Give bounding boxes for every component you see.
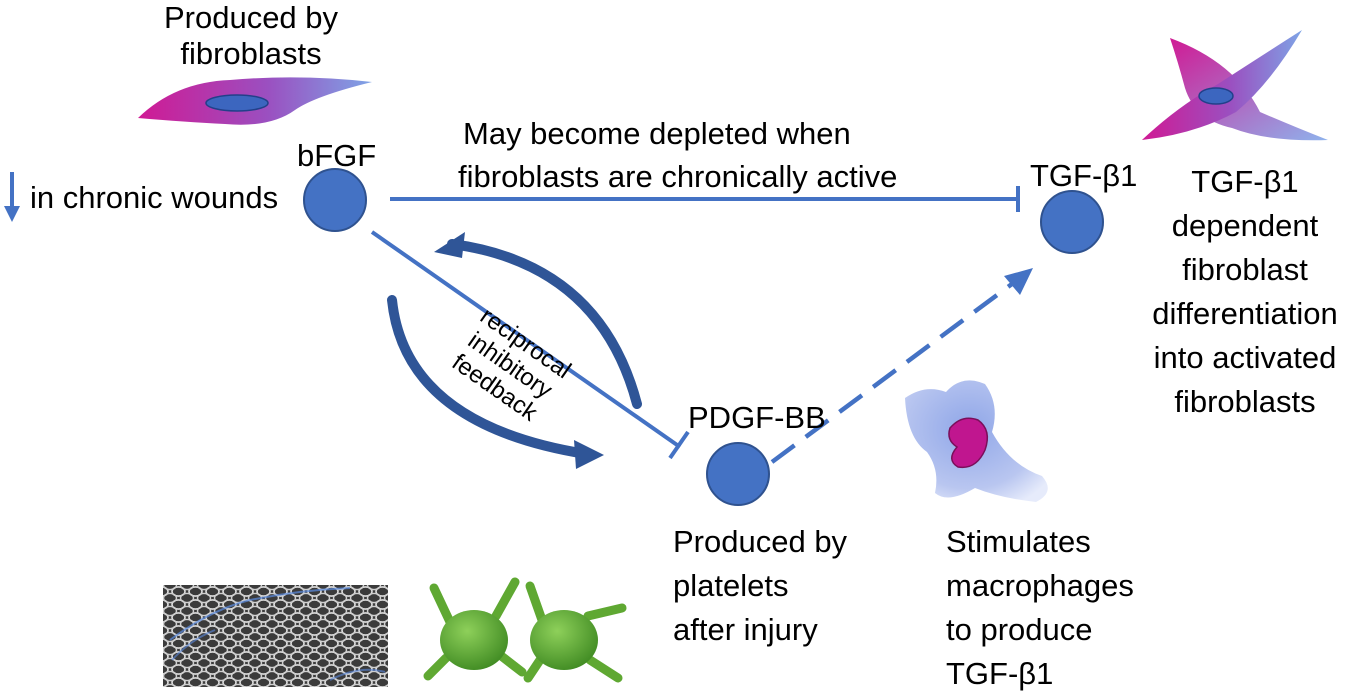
- tgf-node: [1040, 190, 1104, 254]
- produced-by-platelets-label: Produced by platelets after injury: [673, 524, 848, 647]
- produced-by-fibroblasts-label: Produced by fibroblasts: [163, 0, 339, 71]
- scaffold-mesh-icon: [163, 585, 388, 687]
- platelet-icon: [423, 577, 527, 681]
- bfgf-label: bFGF: [297, 138, 377, 173]
- activated-fibroblast-icon: [1142, 30, 1328, 141]
- depleted-label-line2: fibroblasts are chronically active: [458, 159, 898, 194]
- pdgf-label: PDGF-BB: [688, 400, 826, 435]
- feedback-lower-arrowhead: [574, 440, 604, 469]
- down-arrow-icon: [4, 172, 20, 222]
- feedback-upper-arrowhead: [434, 232, 465, 258]
- fibroblast-icon: [138, 77, 372, 125]
- pdgf-to-tgf-dashed-line: [770, 276, 1022, 464]
- pdgf-inhibition-bar: [668, 430, 690, 460]
- tgf-label: TGF-β1: [1030, 158, 1138, 193]
- pdgf-node: [706, 442, 770, 506]
- platelet-icon: [523, 581, 627, 683]
- pdgf-to-tgf-arrowhead: [1004, 268, 1033, 295]
- macrophage-icon: [905, 380, 1048, 502]
- feedback-lower-arrow: [387, 295, 591, 459]
- depleted-label-line1: May become depleted when: [463, 116, 851, 151]
- tgf-outcome-label: TGF-β1 dependent fibroblast differentiat…: [1152, 164, 1338, 419]
- feedback-upper-arrow: [447, 239, 642, 409]
- bfgf-inhibits-pdgf-line: [370, 230, 682, 449]
- chronic-wounds-label: in chronic wounds: [30, 180, 279, 215]
- stimulates-macrophages-label: Stimulates macrophages to produce TGF-β1: [946, 524, 1134, 691]
- bfgf-node: [303, 168, 367, 232]
